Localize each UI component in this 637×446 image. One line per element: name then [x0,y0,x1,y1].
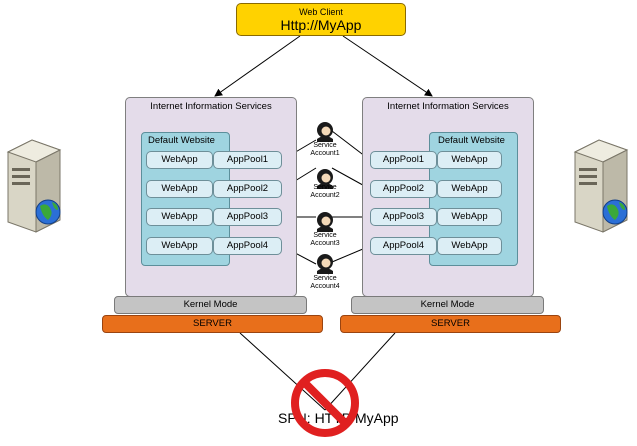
left-kernel-mode: Kernel Mode [114,296,307,314]
server-tower-globe-icon [6,139,62,233]
right-kernel-mode: Kernel Mode [351,296,544,314]
user-avatar-icon [317,254,333,274]
right-apppool-1: AppPool1 [370,151,437,169]
service-account-label-3: Service Account3 [310,232,340,247]
right-apppool-3: AppPool3 [370,208,437,226]
right-apppool-2: AppPool2 [370,180,437,198]
left-apppool-4: AppPool4 [213,237,282,255]
user-avatar-icon [317,212,333,232]
right-webapp-2: WebApp [437,180,502,198]
line-right-server-to-spn [324,332,396,411]
left-apppool-1: AppPool1 [213,151,282,169]
right-webapp-3: WebApp [437,208,502,226]
web-client-url: Http://MyApp [280,17,362,33]
user-avatar-icon [317,122,333,142]
left-webapp-1: WebApp [146,151,213,169]
line-left-server-to-spn [239,332,326,411]
server-tower-globe-icon [573,139,629,233]
service-account-label-1: Service Account1 [310,142,340,157]
service-account-label-4: Service Account4 [310,275,340,290]
right-server-bar: SERVER [340,315,561,333]
arrow-to-right-iis [342,35,433,97]
right-website-title: Default Website [438,135,505,146]
left-apppool-2: AppPool2 [213,180,282,198]
left-apppool-3: AppPool3 [213,208,282,226]
service-account-label-2: Service Account2 [310,184,340,199]
right-webapp-1: WebApp [437,151,502,169]
left-webapp-4: WebApp [146,237,213,255]
right-apppool-4: AppPool4 [370,237,437,255]
user-avatar-icon [317,169,333,189]
left-webapp-3: WebApp [146,208,213,226]
arrow-to-left-iis [214,35,301,97]
left-webapp-2: WebApp [146,180,213,198]
right-webapp-4: WebApp [437,237,502,255]
web-client-caption: Web Client [299,7,343,17]
left-iis-title: Internet Information Services [150,101,272,112]
left-server-bar: SERVER [102,315,323,333]
left-website-title: Default Website [148,135,215,146]
web-client-box: Web Client Http://MyApp [236,3,406,36]
right-iis-title: Internet Information Services [387,101,509,112]
